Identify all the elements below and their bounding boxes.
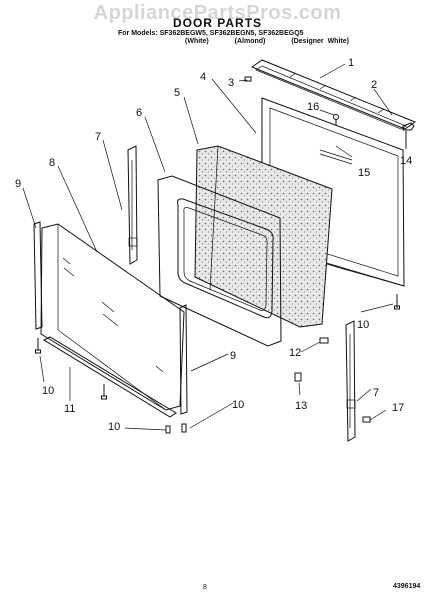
part-6-inner-door-panel xyxy=(157,175,282,347)
document-number: 4396194 xyxy=(393,583,421,590)
callout-6: 6 xyxy=(136,107,142,119)
callout-16: 16 xyxy=(307,101,319,113)
callout-15: 15 xyxy=(358,167,370,179)
variants-line: (White) (Almond) (Designer White) xyxy=(185,38,371,45)
part-16-screw xyxy=(333,114,339,125)
callout-1: 1 xyxy=(348,57,354,69)
part-1-door-vent-trim xyxy=(250,59,417,130)
part-8-outer-door-glass xyxy=(40,223,185,411)
callout-3: 3 xyxy=(228,77,234,89)
part-13-bracket xyxy=(294,372,302,382)
part-10-screw-e xyxy=(394,294,400,310)
part-7-hinge-left xyxy=(127,145,138,265)
variant-almond: (Almond) xyxy=(234,38,266,45)
callout-11: 11 xyxy=(64,403,75,415)
callout-4: 4 xyxy=(200,71,206,83)
callout-12: 12 xyxy=(289,347,301,359)
callout-13: 13 xyxy=(295,400,307,412)
part-11-bottom-trim xyxy=(42,336,177,418)
part-10-screw-b xyxy=(101,384,107,400)
variant-designer-white: (Designer White) xyxy=(291,38,349,45)
part-10-screw-d xyxy=(181,423,187,433)
callout-10-a: 10 xyxy=(42,385,54,397)
callout-2: 2 xyxy=(371,79,377,91)
part-5-insulation xyxy=(194,145,333,328)
part-12-screw xyxy=(319,337,329,344)
page-title: DOOR PARTS xyxy=(172,16,263,30)
part-3-clip xyxy=(244,76,252,82)
callout-7-right: 7 xyxy=(373,387,379,399)
callout-8: 8 xyxy=(49,157,55,169)
watermark: AppliancePartsPros.com xyxy=(93,2,342,24)
page-number: 8 xyxy=(203,584,207,591)
callout-9-right: 9 xyxy=(230,350,236,362)
leader-lines xyxy=(22,63,407,431)
callout-10-b: 10 xyxy=(108,421,120,433)
callout-14: 14 xyxy=(400,155,412,167)
part-7-hinge-right xyxy=(345,320,356,442)
callout-10-d: 10 xyxy=(357,319,369,331)
part-10-screw-a xyxy=(35,338,41,354)
callout-17: 17 xyxy=(392,402,404,414)
callout-5: 5 xyxy=(174,87,180,99)
part-17-clip xyxy=(362,416,371,423)
callout-9-left: 9 xyxy=(15,178,21,190)
callout-10-c: 10 xyxy=(232,399,244,411)
callout-7-left: 7 xyxy=(95,131,101,143)
models-line: For Models: SF362BEGW5, SF362BEGN5, SF36… xyxy=(118,30,304,37)
part-10-screw-c xyxy=(165,425,171,434)
part-2-hinge-screw xyxy=(402,122,415,131)
variant-white: (White) xyxy=(185,38,209,45)
part-9-glass-channel-left xyxy=(33,221,43,330)
part-9-glass-channel-right xyxy=(179,304,188,415)
